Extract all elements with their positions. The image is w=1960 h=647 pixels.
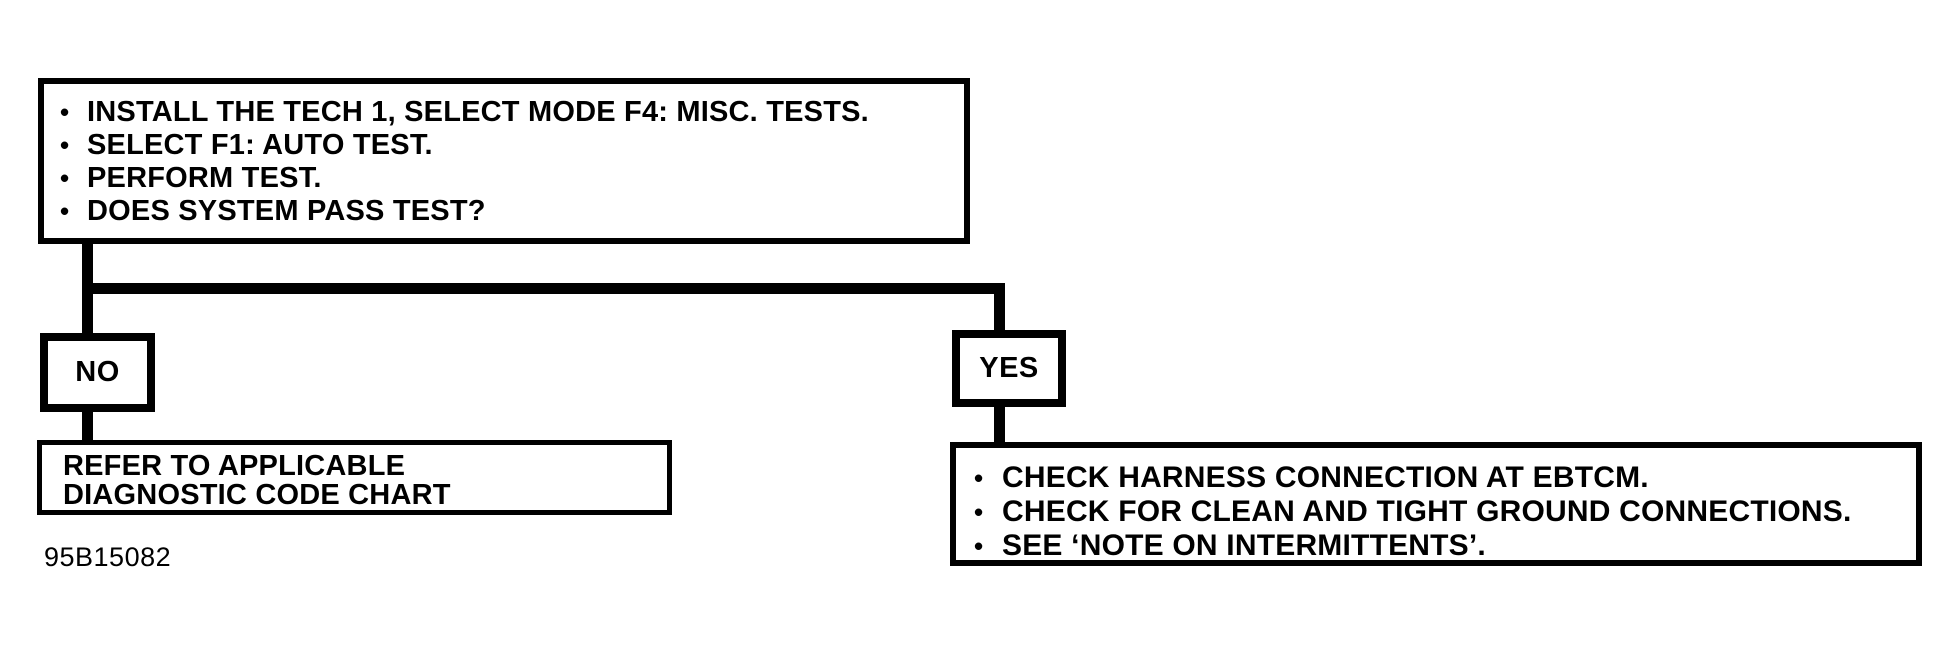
bullet-icon: • (60, 97, 70, 127)
step-line-text: SELECT F1: AUTO TEST. (87, 129, 433, 161)
yes-branch-box: YES (952, 330, 1066, 407)
bullet-icon: • (974, 497, 984, 527)
bullet-icon: • (974, 531, 984, 561)
step-line: • PERFORM TEST. (60, 162, 950, 195)
no-result-line: REFER TO APPLICABLE (63, 450, 406, 482)
yes-branch-label: YES (979, 352, 1039, 384)
yes-result-line-text: CHECK HARNESS CONNECTION AT EBTCM. (1002, 461, 1649, 494)
yes-result-line-text: SEE ‘NOTE ON INTERMITTENTS’. (1002, 529, 1486, 562)
no-branch-box: NO (40, 333, 155, 412)
yes-result-line: • SEE ‘NOTE ON INTERMITTENTS’. (974, 529, 1906, 563)
bullet-icon: • (60, 130, 70, 160)
step-line-text: DOES SYSTEM PASS TEST? (87, 195, 486, 227)
no-result-box: REFER TO APPLICABLE DIAGNOSTIC CODE CHAR… (37, 440, 672, 515)
yes-result-line: • CHECK HARNESS CONNECTION AT EBTCM. (974, 461, 1906, 495)
connector-no-to-result-line (82, 410, 93, 444)
yes-result-line-text: CHECK FOR CLEAN AND TIGHT GROUND CONNECT… (1002, 495, 1852, 528)
connector-branch-horizontal-line (82, 283, 1005, 294)
bullet-icon: • (60, 163, 70, 193)
yes-result-line: • CHECK FOR CLEAN AND TIGHT GROUND CONNE… (974, 495, 1906, 529)
no-branch-label: NO (75, 356, 120, 388)
step-line: • INSTALL THE TECH 1, SELECT MODE F4: MI… (60, 96, 950, 129)
step-line: • DOES SYSTEM PASS TEST? (60, 195, 950, 228)
step-line-text: INSTALL THE TECH 1, SELECT MODE F4: MISC… (87, 96, 869, 128)
connector-yes-to-result-line (994, 405, 1005, 446)
no-result-line: DIAGNOSTIC CODE CHART (63, 479, 451, 511)
step-line-text: PERFORM TEST. (87, 162, 322, 194)
bullet-icon: • (60, 196, 70, 226)
bullet-icon: • (974, 463, 984, 493)
connector-branch-to-yes-line (994, 283, 1005, 333)
step-box-auto-test: • INSTALL THE TECH 1, SELECT MODE F4: MI… (38, 78, 970, 244)
figure-id-label: 95B15082 (44, 542, 172, 572)
yes-result-box: • CHECK HARNESS CONNECTION AT EBTCM. • C… (950, 442, 1922, 566)
step-line: • SELECT F1: AUTO TEST. (60, 129, 950, 162)
